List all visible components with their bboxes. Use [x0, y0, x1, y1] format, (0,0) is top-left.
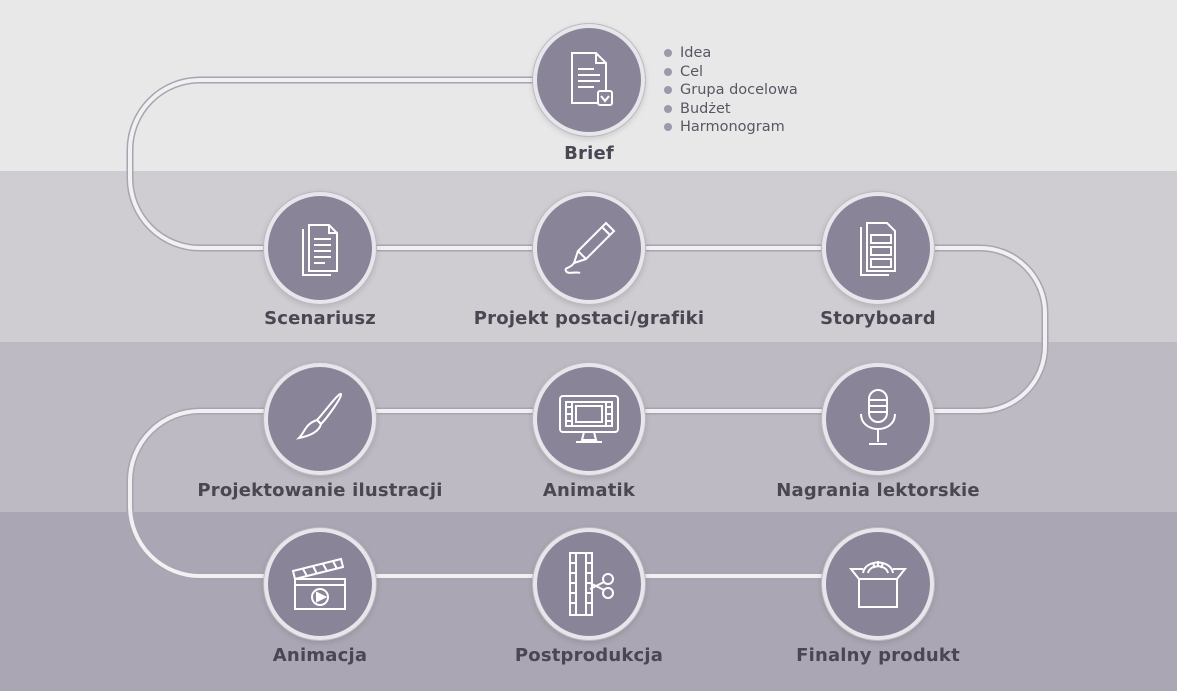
step-label-scenariusz: Scenariusz	[264, 308, 376, 329]
step-label-animacja: Animacja	[272, 645, 368, 666]
document-check-icon	[571, 52, 613, 106]
microphone-icon	[860, 389, 896, 445]
step-label-projektowanie-ilustracji: Projektowanie ilustracji	[197, 480, 443, 501]
step-animacja	[268, 532, 372, 636]
list-item: Grupa docelowa	[662, 81, 798, 100]
clapperboard-icon	[291, 557, 346, 610]
document-stack-icon	[302, 224, 338, 276]
step-animatik	[537, 367, 641, 471]
step-label-nagrania-lektorskie: Nagrania lektorskie	[776, 480, 980, 501]
step-label-postprodukcja: Postprodukcja	[514, 645, 664, 666]
paintbrush-icon	[295, 392, 343, 440]
step-storyboard	[826, 196, 930, 300]
step-nagrania-lektorskie	[826, 367, 930, 471]
list-item: Cel	[662, 63, 798, 82]
step-finalny-produkt	[826, 532, 930, 636]
step-label-brief: Brief	[564, 143, 614, 164]
storyboard-icon	[860, 222, 896, 276]
step-scenariusz	[268, 196, 372, 300]
step-label-animatik: Animatik	[542, 480, 636, 501]
list-item: Idea	[662, 44, 798, 63]
list-item: Harmonogram	[662, 118, 798, 137]
step-label-finalny-produkt: Finalny produkt	[796, 645, 960, 666]
monitor-film-icon	[559, 395, 619, 443]
pencil-icon	[564, 221, 616, 274]
brief-items-list: Idea Cel Grupa docelowa Budżet Harmonogr…	[662, 44, 798, 137]
step-brief	[537, 28, 641, 132]
step-postprodukcja	[537, 532, 641, 636]
step-projektowanie-ilustracji	[268, 367, 372, 471]
open-box-icon	[848, 561, 908, 608]
film-scissors-icon	[569, 552, 614, 616]
step-projekt-postaci	[537, 196, 641, 300]
step-label-projekt-postaci: Projekt postaci/grafiki	[473, 308, 705, 329]
list-item: Budżet	[662, 100, 798, 119]
step-label-storyboard: Storyboard	[820, 308, 936, 329]
